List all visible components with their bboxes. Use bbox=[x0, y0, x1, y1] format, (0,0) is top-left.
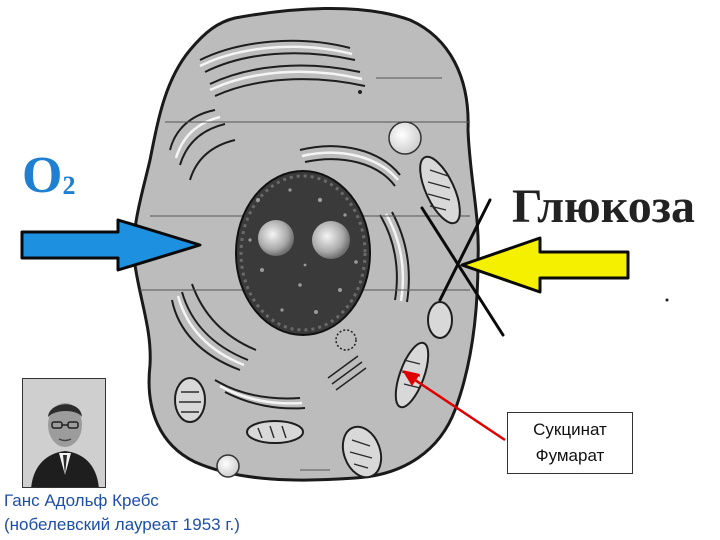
endoplasmic-reticulum bbox=[169, 39, 410, 410]
oxygen-arrow bbox=[20, 218, 202, 272]
glucose-label: Глюкоза bbox=[512, 180, 696, 233]
nucleolus-left bbox=[258, 220, 294, 256]
krebs-portrait bbox=[22, 378, 106, 488]
vacuole-bottom bbox=[216, 454, 240, 478]
metabolite-box: Сукцинат Фумарат bbox=[507, 412, 633, 474]
block-cross-icon bbox=[420, 198, 505, 337]
nucleolus-right bbox=[312, 221, 350, 259]
centrioles bbox=[327, 329, 367, 391]
glucose-arrow bbox=[460, 236, 630, 294]
portrait-caption: Ганс Адольф Кребс (нобелевский лауреат 1… bbox=[4, 489, 240, 537]
vacuole-top bbox=[388, 121, 422, 155]
pointer-arrow bbox=[402, 370, 506, 442]
caption-name: Ганс Адольф Кребс bbox=[4, 491, 159, 510]
oxygen-label-main: O bbox=[22, 147, 63, 204]
caption-note: (нобелевский лауреат 1953 г.) bbox=[4, 515, 240, 534]
metabolite-succinate: Сукцинат bbox=[533, 420, 607, 439]
nucleus bbox=[235, 170, 371, 336]
metabolite-fumarate: Фумарат bbox=[535, 446, 605, 465]
oxygen-label: O2 bbox=[22, 150, 75, 202]
oxygen-label-subscript: 2 bbox=[62, 171, 76, 200]
